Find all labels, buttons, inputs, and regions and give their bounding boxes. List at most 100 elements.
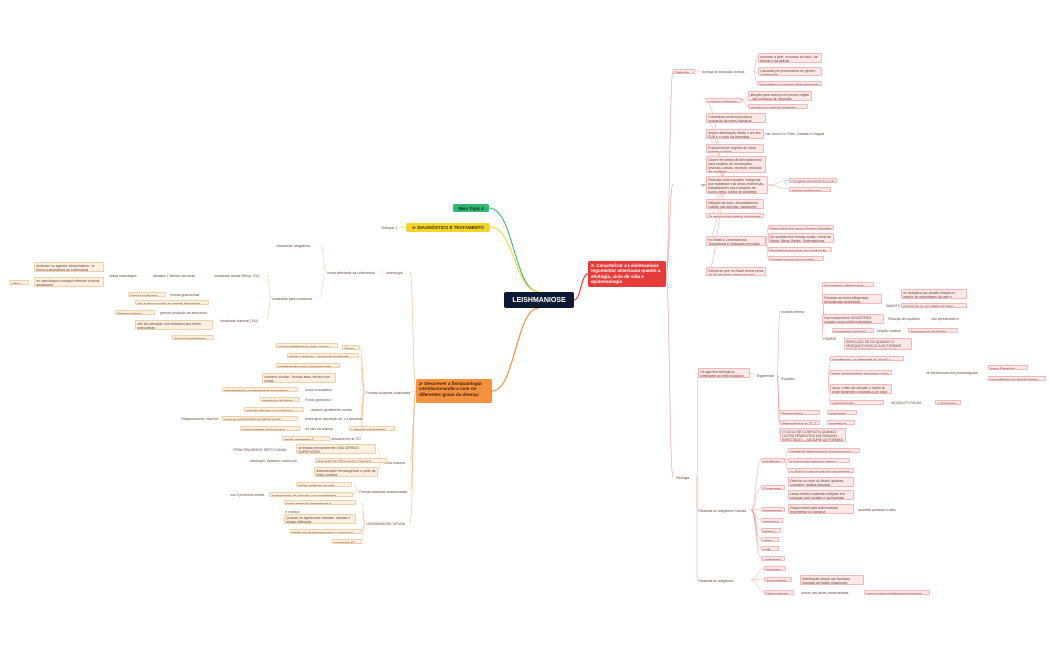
mindmap-node-b3-celula-macrofagos[interactable]: célula macrófagos [109, 273, 137, 278]
mindmap-node-b3-disseminacao[interactable]: disseminação hematogênica a partir da le… [314, 467, 378, 477]
mindmap-node-b2-homem[interactable]: HOMEM [823, 336, 836, 341]
mindmap-node-b2-ocorre-descalcos[interactable]: OCORRE EM DESCALÇOS [789, 178, 837, 183]
mindmap-node-b3-intracelular[interactable]: intracelular obrigatória [276, 243, 310, 248]
mindmap-node-b2-lainsoni[interactable]: lainsoni [761, 528, 781, 533]
mindmap-node-b3-se-instala[interactable]: se instala principalmente VIAS AÉREAS SU… [296, 444, 376, 454]
mindmap-node-b2-considerar[interactable]: Considerar-se doença pela a ocupação de … [706, 113, 766, 123]
mindmap-node-b3-hipermagotismo[interactable]: Hipermagotismo [115, 310, 155, 315]
mindmap-node-b2-definicao[interactable]: Definição [673, 69, 695, 74]
mindmap-node-b3-lesoes-cutaneas[interactable]: lesões cutâneas - papulação localizada [287, 353, 359, 358]
mindmap-node-b2-estados[interactable]: Os estados têm relatos autóctones [706, 213, 764, 218]
mindmap-node-b2-hosp[interactable]: Nos hospedeiros SILVESTRES causam pouco … [822, 314, 884, 324]
mindmap-node-b2-mosq-palha[interactable]: MOSQUITO PALHA [891, 400, 922, 405]
mindmap-node-b2-evolutivo[interactable]: Evolutivo [781, 376, 795, 381]
mindmap-node-b2-agentes[interactable]: Os agentes etiológicos pertencem ao rein… [698, 368, 750, 378]
mindmap-node-b3-fundo-granuloso[interactable]: Fundo granuloso [305, 397, 331, 402]
subtopic-1[interactable]: Subtopic 1 [381, 225, 398, 230]
mindmap-node-b3-obstrucao[interactable]: obstrução, epistaxe, coriza pilo [250, 458, 297, 463]
mindmap-node-b2-ampla[interactable]: Ampla distribuição desde o sul dos EUA e… [706, 129, 764, 139]
branch-2-caracterizar[interactable]: 2- Caracterizar a Leishmaniose tegumenta… [588, 261, 666, 287]
mindmap-node-b2-amastigota-x[interactable]: AMASTIGOTA [886, 303, 900, 308]
mindmap-node-b2-estas[interactable]: estas desenvolvidas alcançam o tubo dige… [830, 370, 892, 375]
root-topic[interactable]: LEISHMANIOSE [504, 292, 574, 308]
mindmap-node-b2-ven1[interactable]: ocorre nas áreas venezuelanas [801, 590, 849, 595]
mindmap-node-b3-ranqueamento[interactable]: Ranqueamento: falar em lesões [181, 416, 219, 421]
mindmap-node-b2-hospedeiro[interactable]: hospedeiro acidental [832, 328, 874, 333]
mindmap-node-b3-imunidade-humoral[interactable]: imunidade humoral (Th2) [220, 318, 259, 323]
mindmap-node-b3-quando[interactable]: Quando os agressores infectam, rápidas e… [284, 514, 356, 524]
mindmap-node-b2-causada[interactable]: Causada por protozoários do gênero Leish… [758, 67, 822, 76]
mindmap-node-b2-venezuelensis[interactable]: Venezuelensis [764, 590, 794, 595]
mindmap-node-b2-pan1[interactable]: Responsável pela leishmaniose tegumentar… [788, 504, 854, 514]
mindmap-node-b2-zoonose[interactable]: zoonose autóctone [706, 98, 742, 103]
mindmap-node-b2-amazonensis[interactable]: Amazonensis [764, 577, 792, 582]
mindmap-node-b2-aparecimento[interactable]: aparecimento de lesões [908, 328, 958, 333]
mindmap-node-b2-parasita[interactable]: parasita por animais silvestres [748, 104, 808, 109]
mindmap-node-b3-formas-disseminadas[interactable]: Formas cutâneas disseminadas [359, 489, 408, 494]
main-topic-4[interactable]: Main Topic 4 [453, 204, 489, 212]
mindmap-node-b3-imunidade-cel[interactable]: imunidade para considerar [272, 296, 313, 301]
mindmap-node-b2-marsupiais[interactable]: marsupiais [827, 410, 857, 415]
mindmap-node-b3-imunologia[interactable]: imunologia [386, 270, 403, 275]
mindmap-node-b3-ocorre-manifestacao[interactable]: ocorre manifestação mais comum [276, 343, 338, 348]
mindmap-node-b3-forma-mucosa[interactable]: Forma mucosa [382, 460, 405, 465]
branch-3-fisiopatologia[interactable]: 3- Descrever a fisiopatologia correlacio… [416, 379, 492, 403]
mindmap-node-b2-peruviana[interactable]: peruviana [761, 518, 783, 523]
mindmap-node-b3-aspecto[interactable]: aspecto geralmente ovoide [311, 407, 352, 412]
mindmap-node-b2-esporo[interactable]: Ecopresença diferenciada [822, 282, 874, 287]
mindmap-node-b2-amaz1[interactable]: distribuição ampla nas florestas tropica… [800, 575, 864, 585]
mindmap-node-b3-depo-fibrina[interactable]: deposição de fibrina [260, 397, 300, 402]
mindmap-node-b2-acomete-pessoas[interactable]: acomete pessoas e cães [858, 507, 896, 512]
mindmap-node-b2-doenca-prof[interactable]: doença profissional [789, 187, 831, 192]
mindmap-node-b2-cocorre[interactable]: Ocorrem novos casos graves [768, 256, 824, 261]
mindmap-node-b3-pode-ter[interactable]: pode ter ADENOPATIAS REGIONAIS [222, 416, 298, 421]
mindmap-node-b2-intracelular[interactable]: INTRACELULAR OBRIGATÓRIO [901, 303, 967, 308]
mindmap-node-b2-pessoas[interactable]: Pessoas mais expostas: indígenas que tra… [706, 176, 768, 194]
mindmap-node-b2-invertebrado[interactable]: Invertebrado: ao infectante ao "picar" o… [830, 356, 904, 361]
mindmap-node-b2-estima[interactable]: Estima-se que no Brasil temos cerca de 3… [706, 267, 766, 276]
mindmap-node-b2-ecupado[interactable]: se multiplica por divisão binária no int… [901, 289, 967, 299]
mindmap-node-b2-prolifera[interactable]: se proliferam por divisão binária [988, 376, 1046, 381]
mindmap-node-b3-imunidade-celular[interactable]: imunidade celular (Resp. Th1) [214, 273, 260, 278]
mindmap-node-b3-principalmente-septo[interactable]: PRINCIPALMENTE SEPTO NASAL [233, 447, 288, 452]
mindmap-node-b2-afeccao[interactable]: afecção para doença no mesmo região - nã… [748, 91, 812, 101]
mindmap-node-b2-agente[interactable]: agente de leishmaniose cutaneomucosa [788, 448, 860, 453]
mindmap-node-b2-relacao[interactable]: Relação de equilíbrio [888, 316, 921, 321]
mindmap-node-b3-manifestacao-comum[interactable]: manifestação mais comum na pele [276, 363, 340, 368]
mindmap-node-b2-domesticos[interactable]: domésticos [827, 420, 855, 425]
mindmap-node-b3-nao-tem-ativacao[interactable]: não tem ativação dos linfócitos para ter… [135, 320, 213, 330]
mindmap-node-b2-panamensis[interactable]: Panamensis [761, 507, 785, 512]
mindmap-node-b2-guy1[interactable]: Detecta ao norte do Brasil, guianas, sur… [788, 477, 854, 487]
mindmap-node-b2-leish-sub[interactable]: Parasitas do subgênero leishmania [698, 578, 735, 583]
mindmap-node-b3-cultivo[interactable]: cultivo [9, 280, 29, 285]
mindmap-node-b2-parasita-forma[interactable]: Parasita na forma infligenada denominada… [822, 294, 882, 304]
mindmap-node-b2-parasitas-sub[interactable]: Parasitas do subgênero Viannia [698, 508, 747, 513]
mindmap-node-b2-lutzomyia[interactable]: LUTZOMYIA [935, 400, 961, 405]
mindmap-node-b2-ocorre[interactable]: Ocorre em áreas de desmatamento para pro… [706, 156, 766, 173]
mindmap-node-b2-naiffi[interactable]: naiffi [761, 546, 779, 551]
mindmap-node-b3-no-sitio[interactable]: no sítio da doença [305, 426, 333, 431]
branch-4-diagnostico[interactable]: 4- DIAGNÓSTICO E TRATAMENTO [406, 223, 490, 232]
mindmap-node-b3-grande-producao[interactable]: grande produção de anticorpos [160, 310, 208, 315]
mindmap-node-b3-forma-infectante[interactable]: forma infectante da Leishmania [327, 270, 375, 275]
mindmap-node-b3-linfangite[interactable]: Linfangite e linfadenite [349, 426, 395, 431]
mindmap-node-b2-forma-flag[interactable]: forma Flagelada [988, 365, 1028, 370]
mindmap-node-b3-nos-2[interactable]: nos 2 primeiros meses [230, 492, 265, 497]
mindmap-node-b2-predomina[interactable]: Predomina em regiões de clima quente e ú… [706, 144, 764, 153]
mindmap-node-b2-nao-ocorre[interactable]: não ocorre no Chile, Canadá e Uruguai [765, 131, 825, 136]
mindmap-node-b3-leish-difusa[interactable]: LEISHMANIOSE DIFUSA [366, 521, 405, 526]
mindmap-node-b2-relacao-estavel[interactable]: relação instável [877, 328, 901, 333]
mindmap-node-b3-forma-rara[interactable]: forma especial disseminada e anasmanivár… [284, 500, 356, 505]
mindmap-node-b2-acomete[interactable]: acomete a pele, mucosas do nariz, da far… [758, 53, 822, 63]
mindmap-node-b2-braz-ocorre[interactable]: no Brasil ocorre na maioria dos estados [788, 468, 854, 473]
mindmap-node-b3-doenca-generalizada[interactable]: doença generalizada [172, 335, 214, 340]
mindmap-node-b3-ulcera[interactable]: Úlcera [342, 345, 360, 350]
mindmap-node-b2-doenca-evolucao[interactable]: doença de evolução crônica [702, 69, 745, 74]
mindmap-node-b2-mexicana[interactable]: mexicana [764, 566, 786, 571]
mindmap-node-b3-contorno[interactable]: contorno circular - bordas altas, lesões… [262, 373, 336, 383]
mindmap-node-b3-lesoes-disseminando[interactable]: lesões se disseminam para o corpo todo [290, 529, 362, 534]
mindmap-node-b3-pouco-exsudativa[interactable]: pouco exsudativa [305, 387, 332, 392]
mindmap-node-b2-reserv-ex[interactable]: Reservatórios silvestres [780, 410, 820, 415]
mindmap-node-b2-brasil[interactable]: No Brasil a Leishmaniose Tegumentar é re… [706, 236, 766, 246]
mindmap-node-b2-ven2[interactable]: causa doença relativamente benigna [864, 590, 930, 595]
